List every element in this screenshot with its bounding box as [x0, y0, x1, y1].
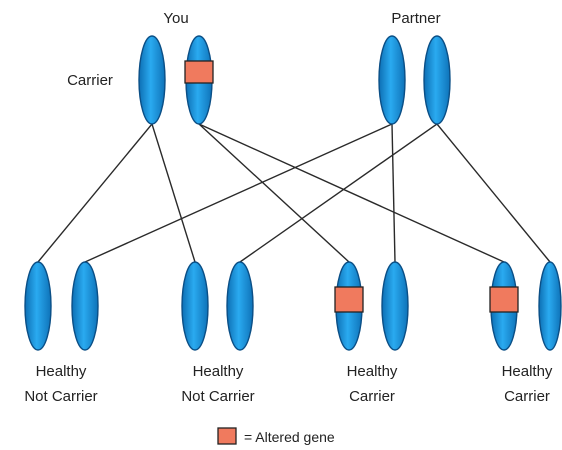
parent-partner	[378, 35, 451, 125]
chromosome	[24, 261, 52, 351]
legend-label: = Altered gene	[244, 429, 335, 445]
inheritance-lines	[37, 123, 551, 263]
label-carrier: Carrier	[67, 72, 113, 89]
altered-gene-marker	[184, 60, 214, 84]
altered-gene-marker	[489, 286, 519, 313]
chromosome	[381, 261, 409, 351]
chromosome	[181, 261, 209, 351]
chromosome	[423, 35, 451, 125]
child-4	[489, 261, 562, 351]
chromosome	[378, 35, 406, 125]
child-1	[24, 261, 99, 351]
label-partner: Partner	[391, 10, 440, 27]
line-you-a-child2	[151, 123, 196, 263]
line-partner-b-child4	[436, 123, 551, 263]
child-2	[181, 261, 254, 351]
altered-gene-marker	[334, 286, 364, 313]
legend: = Altered gene	[217, 427, 335, 445]
line-you-b-child3	[198, 123, 350, 263]
child-3-label-line1: Healthy	[347, 363, 398, 380]
line-you-a-child1	[37, 123, 153, 263]
chromosome	[538, 261, 562, 351]
child-3	[334, 261, 409, 351]
legend-altered-gene-swatch	[217, 427, 237, 445]
label-you: You	[163, 10, 188, 27]
child-3-label-line2: Carrier	[349, 388, 395, 405]
line-you-b-child4	[198, 123, 505, 263]
child-1-label-line2: Not Carrier	[24, 388, 97, 405]
line-partner-a-child1	[84, 123, 393, 263]
line-partner-b-child2	[239, 123, 438, 263]
chromosome	[226, 261, 254, 351]
child-4-label-line1: Healthy	[502, 363, 553, 380]
child-2-label-line1: Healthy	[193, 363, 244, 380]
child-2-label-line2: Not Carrier	[181, 388, 254, 405]
child-1-label-line1: Healthy	[36, 363, 87, 380]
child-4-label-line2: Carrier	[504, 388, 550, 405]
parent-you	[138, 35, 214, 125]
line-partner-a-child3	[391, 123, 396, 263]
chromosome	[71, 261, 99, 351]
chromosome	[138, 35, 166, 125]
